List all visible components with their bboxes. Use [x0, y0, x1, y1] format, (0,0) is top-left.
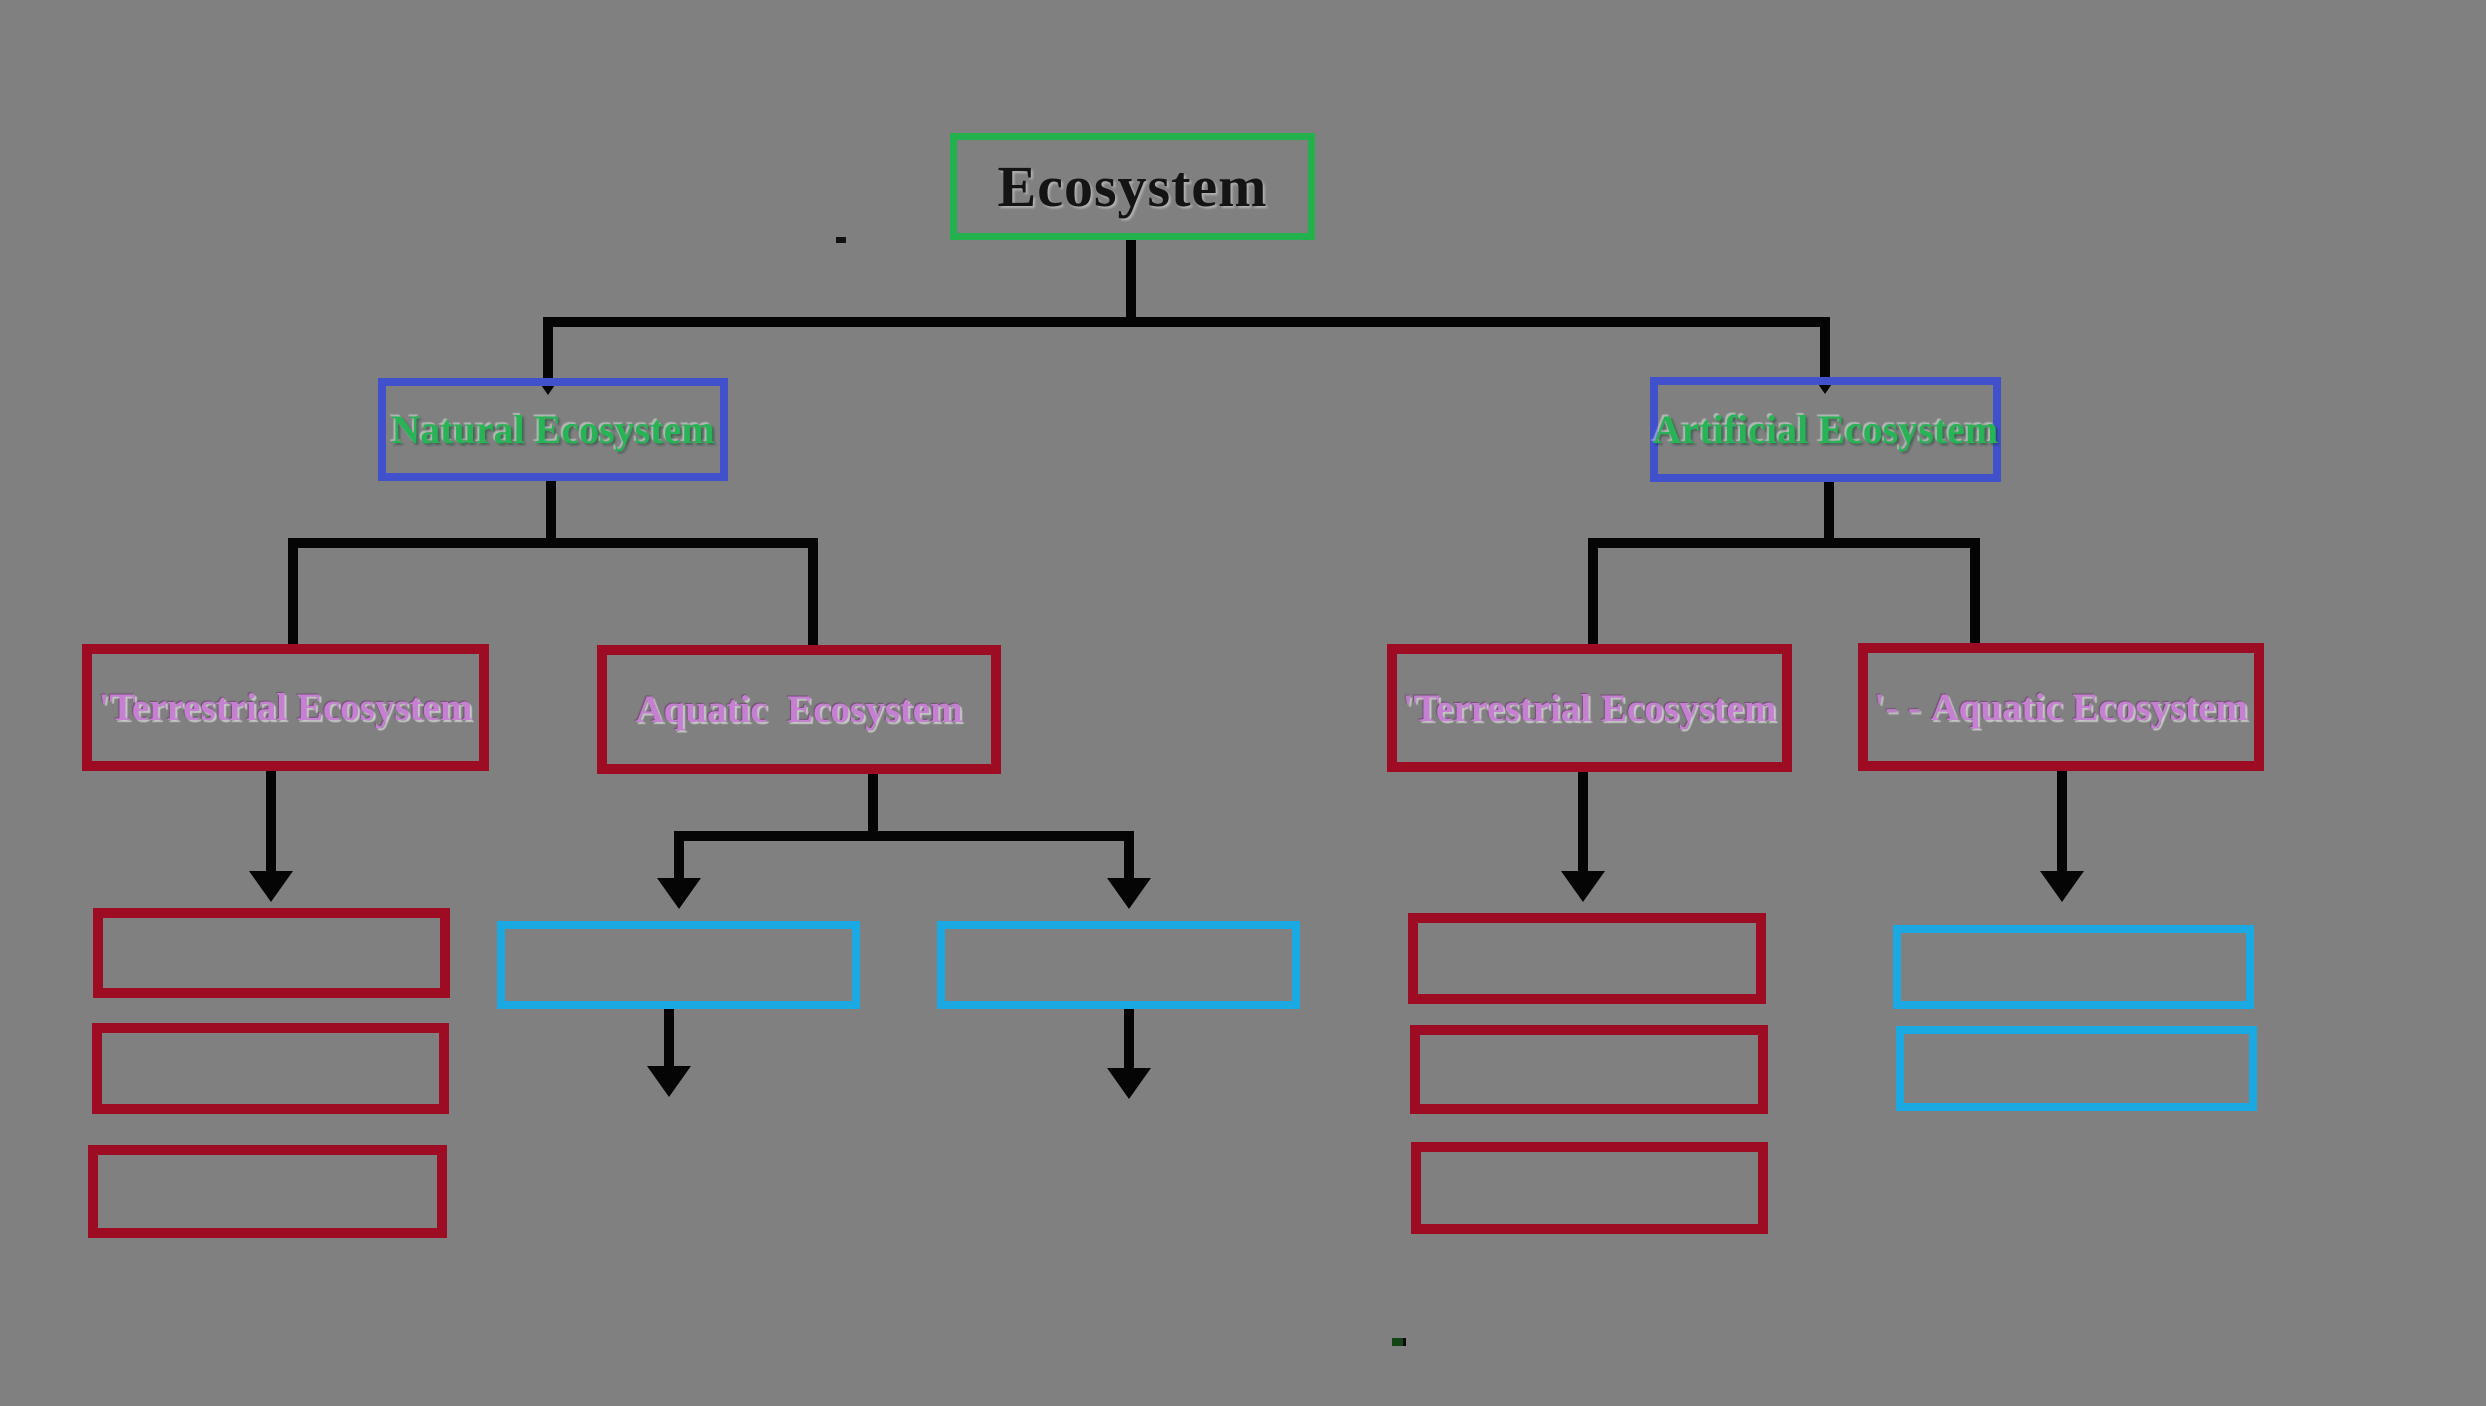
node-artificial-ecosystem-label: Artificial Ecosystem [1652, 406, 1999, 452]
down-arrow-icon [1107, 1068, 1151, 1099]
blank-box-natural-aquatic-2 [937, 921, 1300, 1009]
arrow-shaft [2057, 768, 2067, 874]
blank-box-natural-terrestrial-2 [92, 1023, 449, 1114]
blank-box-artificial-aquatic-1 [1893, 925, 2254, 1009]
node-artificial-terrestrial: 'Terrestrial Ecosystem [1387, 644, 1792, 772]
connector-artificial-horizontal [1588, 538, 1980, 548]
blank-box-artificial-terrestrial-3 [1411, 1142, 1768, 1234]
blank-box-natural-terrestrial-1 [93, 908, 450, 998]
blank-box-natural-terrestrial-3 [88, 1145, 447, 1238]
node-natural-ecosystem: Natural Ecosystem [378, 378, 728, 481]
node-natural-aquatic-label: Aquatic Ecosystem [635, 688, 963, 731]
node-artificial-aquatic-label: Aquatic Ecosystem [1930, 685, 2248, 729]
connector-natural-horizontal [288, 538, 818, 548]
connector-artificial-right-drop [1970, 538, 1980, 649]
connector-drop-artificial [1820, 317, 1830, 383]
connector-natural-left-drop [288, 538, 298, 650]
node-ecosystem-label: Ecosystem [997, 153, 1268, 219]
connector-root-trunk [1126, 239, 1136, 327]
node-natural-terrestrial: 'Terrestrial Ecosystem [82, 644, 489, 771]
connector-artificial-trunk [1824, 480, 1834, 548]
connector-artificial-left-drop [1588, 538, 1598, 650]
node-natural-aquatic: Aquatic Ecosystem [597, 645, 1001, 774]
node-artificial-ecosystem: Artificial Ecosystem [1650, 377, 2001, 482]
node-natural-terrestrial-label: Terrestrial Ecosystem [109, 686, 473, 729]
blank-box-artificial-terrestrial-1 [1408, 913, 1766, 1004]
blank-box-artificial-aquatic-2 [1896, 1026, 2257, 1111]
down-arrow-icon [647, 1066, 691, 1097]
arrow-shaft [674, 831, 684, 883]
down-arrow-icon [2040, 871, 2084, 902]
blank-box-artificial-terrestrial-2 [1410, 1025, 1768, 1114]
stray-tick: '- - [1874, 685, 1931, 729]
connector-natural-right-drop [808, 538, 818, 651]
connector-top-horizontal [543, 317, 1830, 327]
arrow-shaft [1578, 770, 1588, 874]
node-artificial-aquatic: '- - Aquatic Ecosystem [1858, 643, 2264, 771]
stray-mark [836, 237, 846, 243]
down-arrow-icon [657, 878, 701, 909]
down-arrow-icon [1561, 871, 1605, 902]
node-artificial-terrestrial-label: Terrestrial Ecosystem [1413, 686, 1777, 730]
connector-drop-natural [543, 317, 553, 384]
connector-aquatic-trunk [868, 771, 878, 841]
stray-tick: ' [98, 686, 110, 729]
blank-box-natural-aquatic-1 [497, 921, 860, 1009]
down-arrow-icon [1107, 878, 1151, 909]
connector-natural-trunk [546, 478, 556, 548]
arrow-shaft [1124, 1007, 1134, 1071]
connector-aquatic-horizontal [674, 831, 1134, 841]
down-arrow-icon [249, 871, 293, 902]
arrow-shaft [664, 1007, 674, 1069]
arrow-shaft [266, 769, 276, 873]
stray-mark [1392, 1338, 1406, 1346]
node-ecosystem: Ecosystem [950, 133, 1315, 240]
arrow-shaft [1124, 831, 1134, 883]
node-natural-ecosystem-label: Natural Ecosystem [391, 406, 715, 452]
stray-tick: ' [1402, 686, 1414, 730]
